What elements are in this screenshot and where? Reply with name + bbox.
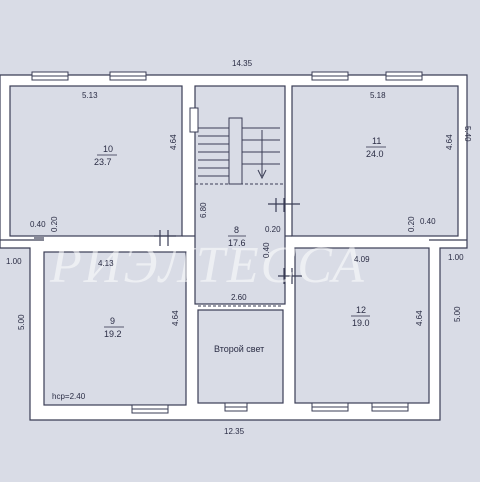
- room-12-number: 12: [356, 305, 366, 315]
- dim-corridor-wall-a: 0.20: [265, 225, 281, 234]
- room-8-area: [194, 85, 286, 305]
- dim-right-lower-side: 5.00: [453, 306, 462, 322]
- room-12-area: [294, 247, 430, 404]
- staircase: [198, 117, 280, 185]
- room-12-area-label: 19.0: [352, 318, 370, 328]
- watermark: РИЭЛТЕССА: [49, 237, 366, 294]
- dim-room9-side: 4.64: [171, 310, 180, 326]
- room-10-number: 10: [103, 144, 113, 154]
- dim-room11-top: 5.18: [370, 91, 386, 100]
- room-9-number: 9: [110, 316, 115, 326]
- dim-room10-side: 4.64: [169, 134, 178, 150]
- room-9-area: [43, 251, 187, 406]
- dim-left-lower-side: 5.00: [17, 314, 26, 330]
- dim-wall-left-b: 0.20: [50, 216, 59, 232]
- room-11-area-label: 24.0: [366, 149, 384, 159]
- dim-corridor-height: 6.80: [199, 202, 208, 218]
- dim-room9-top: 4.13: [98, 259, 114, 268]
- room-10-area-label: 23.7: [94, 157, 112, 167]
- doors: [34, 198, 302, 284]
- rooms: [9, 85, 459, 406]
- dim-left-offset: 1.00: [6, 257, 22, 266]
- dim-room11-side: 4.64: [445, 134, 454, 150]
- room-8-area-label: 17.6: [228, 238, 246, 248]
- dim-wall-right-b: 0.40: [420, 217, 436, 226]
- dimension-labels: 14.35 12.35 5.13 5.18 4.64 4.64 5.40 5.0…: [6, 59, 472, 436]
- room-11-area: [291, 85, 459, 237]
- second-light-label: Второй свет: [214, 344, 264, 354]
- room-labels: 10 23.7 11 24.0 8 17.6 9 19.2 12 19.0 Вт…: [94, 136, 386, 354]
- second-light-area: [197, 309, 284, 404]
- ceiling-height-label: hср=2.40: [52, 392, 86, 401]
- room-8-number: 8: [234, 225, 239, 235]
- dim-corridor-width: 2.60: [231, 293, 247, 302]
- dim-corridor-wall-b: 0.40: [262, 242, 271, 258]
- room-10-area: [9, 85, 183, 237]
- room-11-number: 11: [372, 136, 381, 146]
- dim-room10-top: 5.13: [82, 91, 98, 100]
- dim-total-top: 14.35: [232, 59, 253, 68]
- room-9-area-label: 19.2: [104, 329, 122, 339]
- partition-lines: [0, 235, 467, 241]
- dim-right-offset: 1.00: [448, 253, 464, 262]
- dim-room12-top: 4.09: [354, 255, 370, 264]
- dim-wall-right-a: 0.20: [407, 216, 416, 232]
- dim-wall-left-a: 0.40: [30, 220, 46, 229]
- windows: [31, 71, 423, 414]
- dim-right-top-side: 5.40: [463, 126, 472, 142]
- dim-total-bottom: 12.35: [224, 427, 245, 436]
- dim-room12-side: 4.64: [415, 310, 424, 326]
